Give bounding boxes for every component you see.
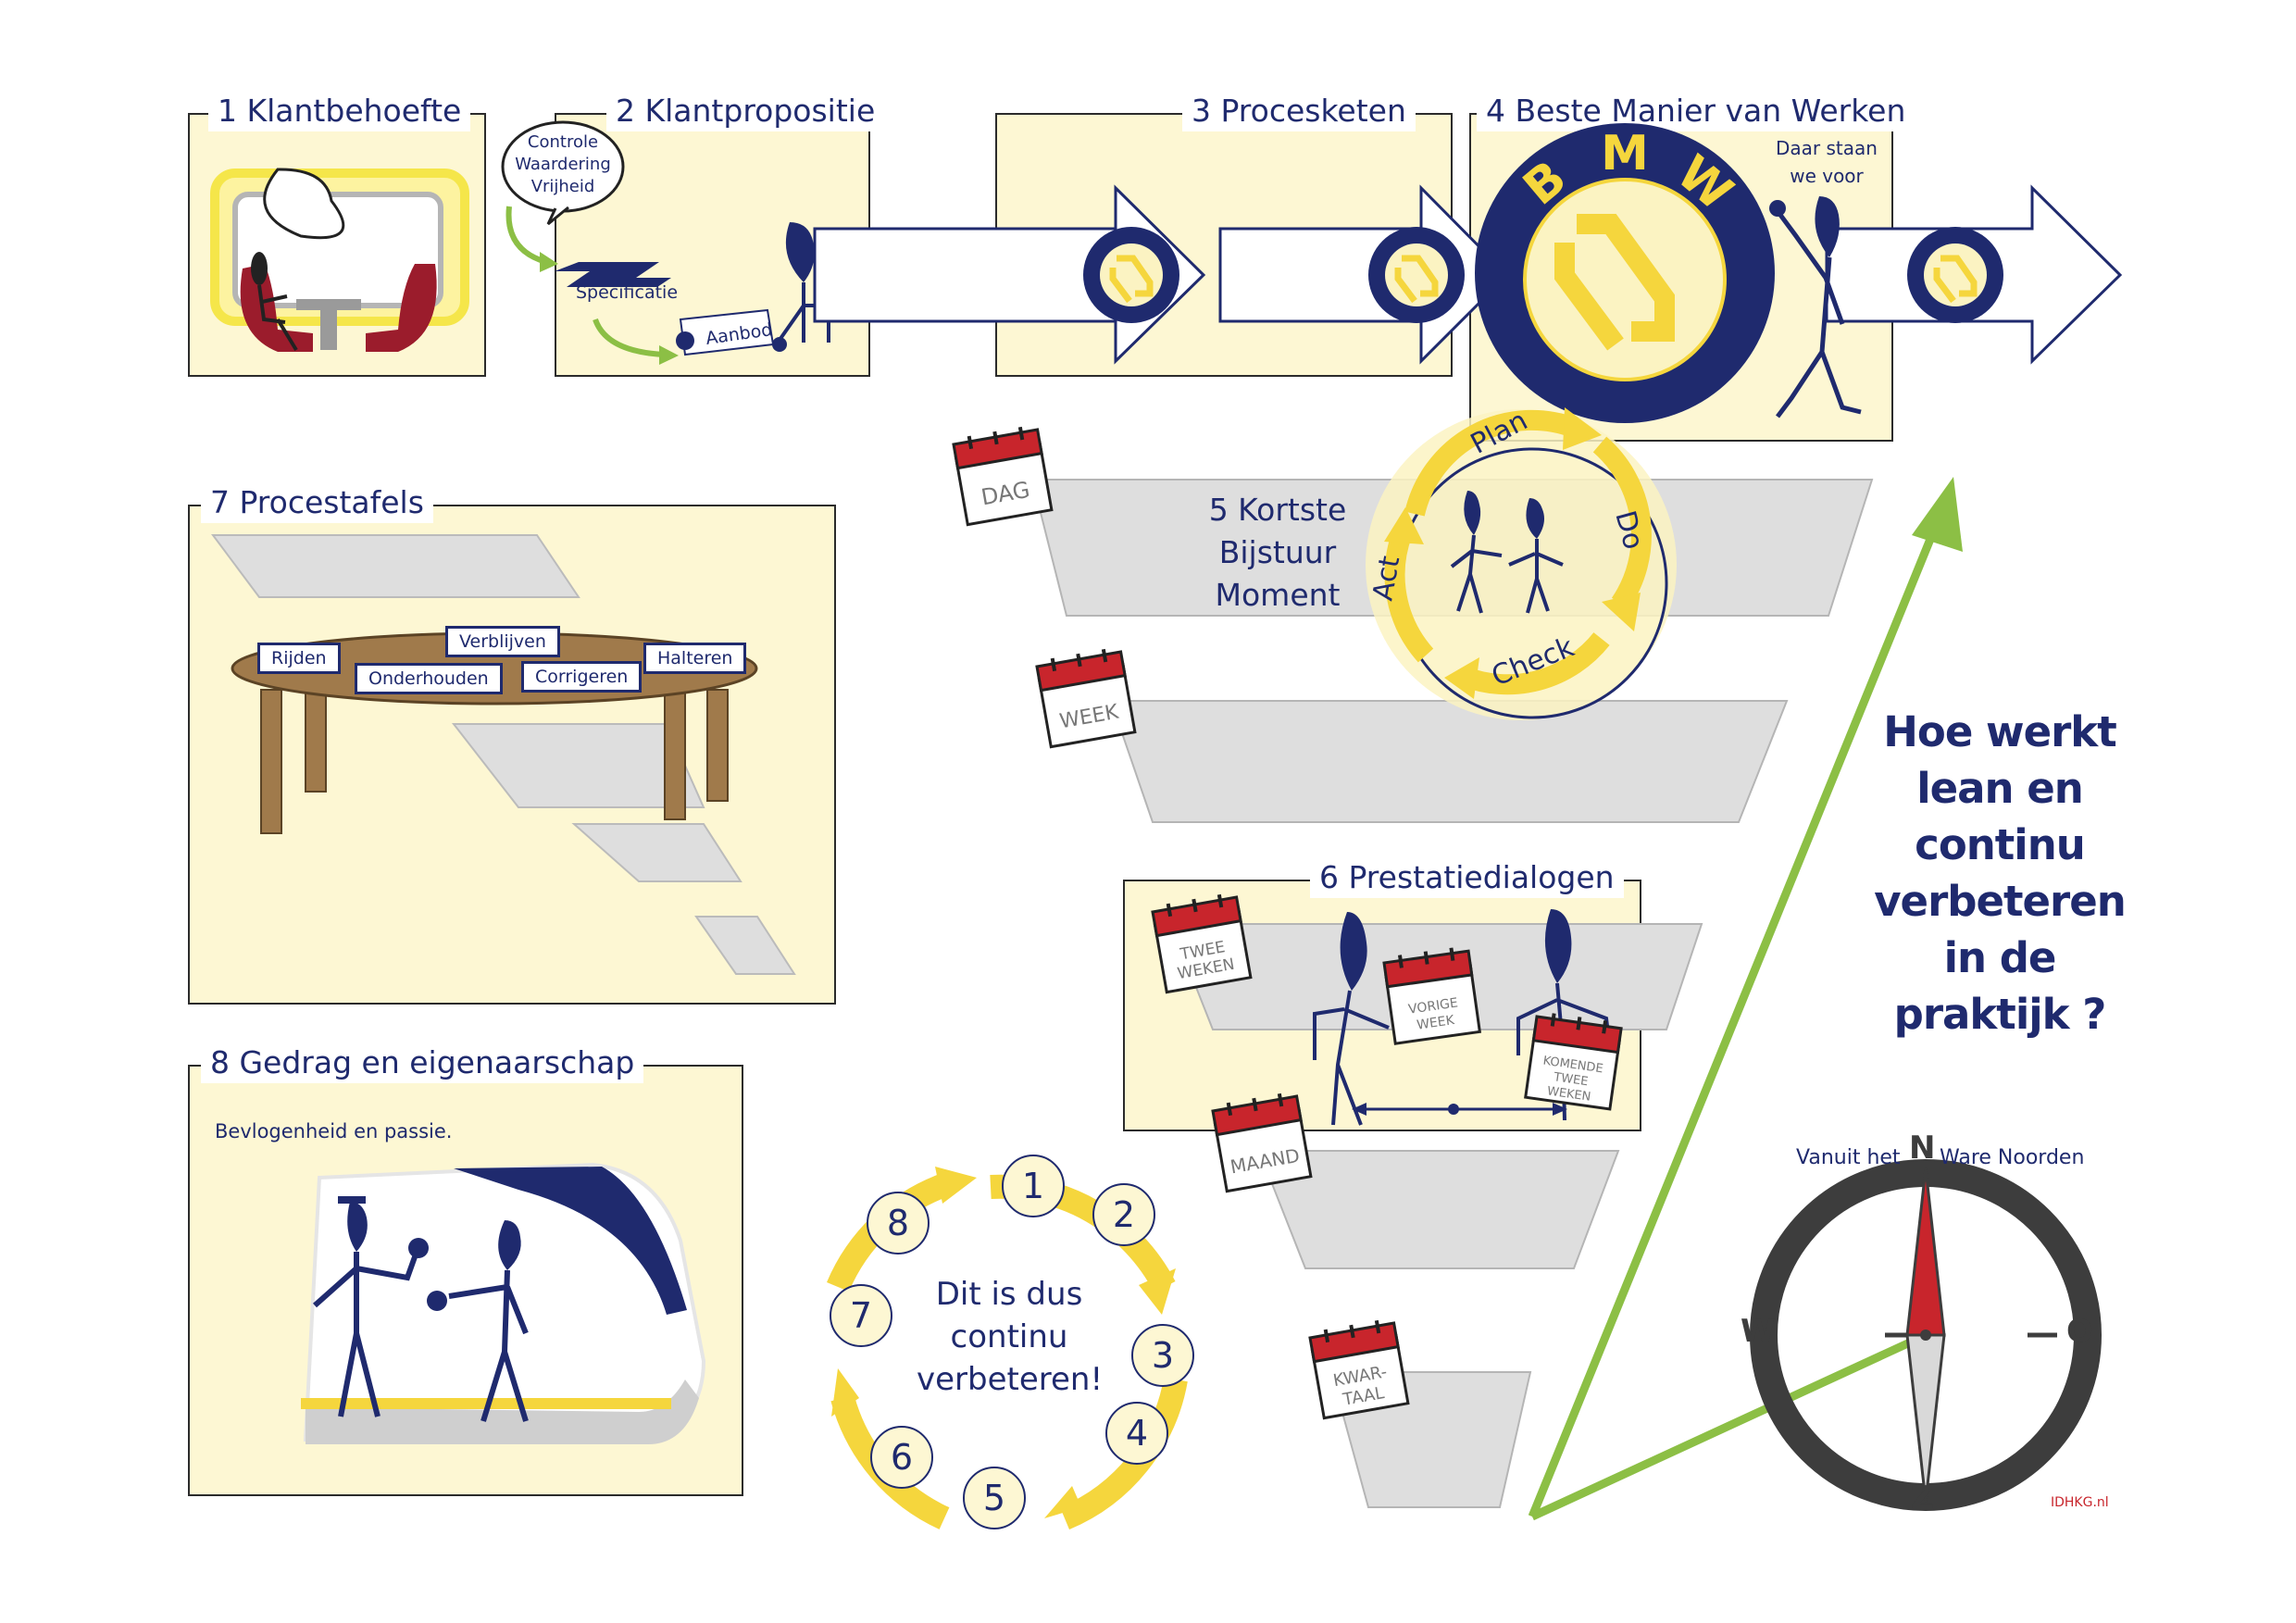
bubble-line: Controle [527,132,599,152]
compass-icon [1750,1159,2102,1511]
pdca-act: Act [1366,554,1406,604]
cycle-step-8: 8 [867,1192,930,1255]
cycle-step-3: 3 [1131,1324,1194,1387]
cycle-number: 8 [886,1203,910,1243]
calendar-week-icon: WEEK [1033,644,1137,749]
cycle-number: 2 [1112,1194,1136,1235]
cycle-number: 3 [1151,1335,1175,1376]
calendar-label: WEEK [1416,1013,1455,1033]
compass-o: O [2066,1313,2093,1350]
panel-title: 3 Procesketen [1182,91,1416,131]
waving-figure-illustration [1769,196,1862,418]
kortste-line: Moment [1215,577,1341,613]
train-illustration [301,1162,706,1444]
panel-title: 1 Klantbehoefte [208,91,471,131]
calendar-kwartaal-icon: KWAR- TAAL [1306,1316,1410,1420]
compass-w: W [1741,1313,1776,1350]
cycle-step-6: 6 [870,1426,933,1489]
calendar-maand-icon: MAAND [1209,1089,1313,1193]
big-bmw-logo: B M W [1475,123,1775,423]
prestatiedialoog-illustration [1313,909,1613,1126]
process-arrows [813,184,2123,365]
procestafel-illustration [211,534,796,975]
panel-title: 6 Prestatiedialogen [1310,857,1624,898]
daar-staan-line: we voor [1790,165,1864,187]
daar-staan-line: Daar staan [1776,137,1878,159]
question-line: Hoe werkt [1883,707,2117,756]
kortste-line: Bijstuur [1218,534,1337,570]
daar-staan-text: Daar staan we voor [1776,134,1878,190]
cycle-number: 6 [890,1437,914,1478]
vanuit-het-label: Vanuit het [1796,1146,1901,1169]
question-line: praktijk ? [1893,990,2107,1039]
kortste-bijstuur-moment: 5 Kortste Bijstuur Moment [1204,489,1352,617]
compass-z: Z [1911,1479,1934,1517]
bmw-logo-icon [1907,227,2003,323]
specificatie-label: Specificatie [576,282,679,303]
cycle-step-2: 2 [1092,1183,1155,1246]
calendar-label: VORIGE [1407,995,1459,1017]
cycle-number: 1 [1021,1166,1045,1206]
cycle-step-7: 7 [830,1284,892,1347]
bmw-logo-icon [1083,227,1179,323]
bubble-line: Vrijheid [530,177,595,196]
question-line: lean en [1916,764,2084,813]
calendar-twee-weken-icon: TWEE WEKEN [1149,890,1253,994]
calendar-dag-icon: DAG [950,422,1054,527]
table-label-onderhouden: Onderhouden [355,663,503,694]
bmw-logo-icon [1368,227,1465,323]
train-window-illustration [210,168,469,352]
panel-title: 8 Gedrag en eigenaarschap [201,1042,644,1083]
klantpropositie-illustration [501,120,830,365]
bmw-letter: M [1601,126,1649,181]
bubble-line: Waardering [515,155,611,174]
cycle-center-text: Dit is dus continu verbeteren! [917,1273,1104,1401]
calendar-label: WEKEN [1546,1084,1591,1104]
kortste-line: 5 Kortste [1208,492,1347,528]
bevlogenheid-text: Bevlogenheid en passie. [215,1120,453,1142]
cycle-number: 4 [1125,1413,1149,1454]
cycle-text-line: Dit is dus [935,1276,1083,1313]
cycle-number: 7 [849,1295,873,1336]
panel-title: 2 Klantpropositie [606,91,885,131]
cycle-number: 5 [982,1478,1006,1518]
table-label-verblijven: Verblijven [445,626,560,657]
cycle-step-1: 1 [1002,1155,1065,1217]
cycle-step-5: 5 [963,1467,1026,1529]
ware-noorden-label: Ware Noorden [1940,1146,2085,1169]
pdca-cycle: Plan Do Check Act [1366,405,1677,720]
calendar-label: TWEE [1552,1070,1589,1089]
calendar-komende-twee-weken-icon: KOMENDE TWEE WEKEN [1523,1009,1624,1111]
main-question: Hoe werkt lean en continu verbeteren in … [1842,704,2157,1042]
panel-title: 4 Beste Manier van Werken [1477,91,1915,131]
cycle-text-line: continu [950,1318,1068,1355]
credit-label: IDHKG.nl [2051,1495,2109,1510]
cycle-step-4: 4 [1105,1402,1168,1465]
table-label-corrigeren: Corrigeren [521,661,643,693]
compass-n: N [1909,1130,1936,1167]
question-line: in de [1943,933,2057,982]
question-line: continu [1915,820,2086,869]
table-label-rijden: Rijden [257,643,341,674]
bubble-text: Controle Waardering Vrijheid [505,131,621,198]
table-label-halteren: Halteren [643,643,747,674]
panel-title: 7 Procestafels [201,482,433,523]
calendar-vorige-week-icon: VORIGE WEEK [1381,943,1482,1046]
question-line: verbeteren [1874,877,2127,926]
cycle-text-line: verbeteren! [917,1361,1104,1398]
